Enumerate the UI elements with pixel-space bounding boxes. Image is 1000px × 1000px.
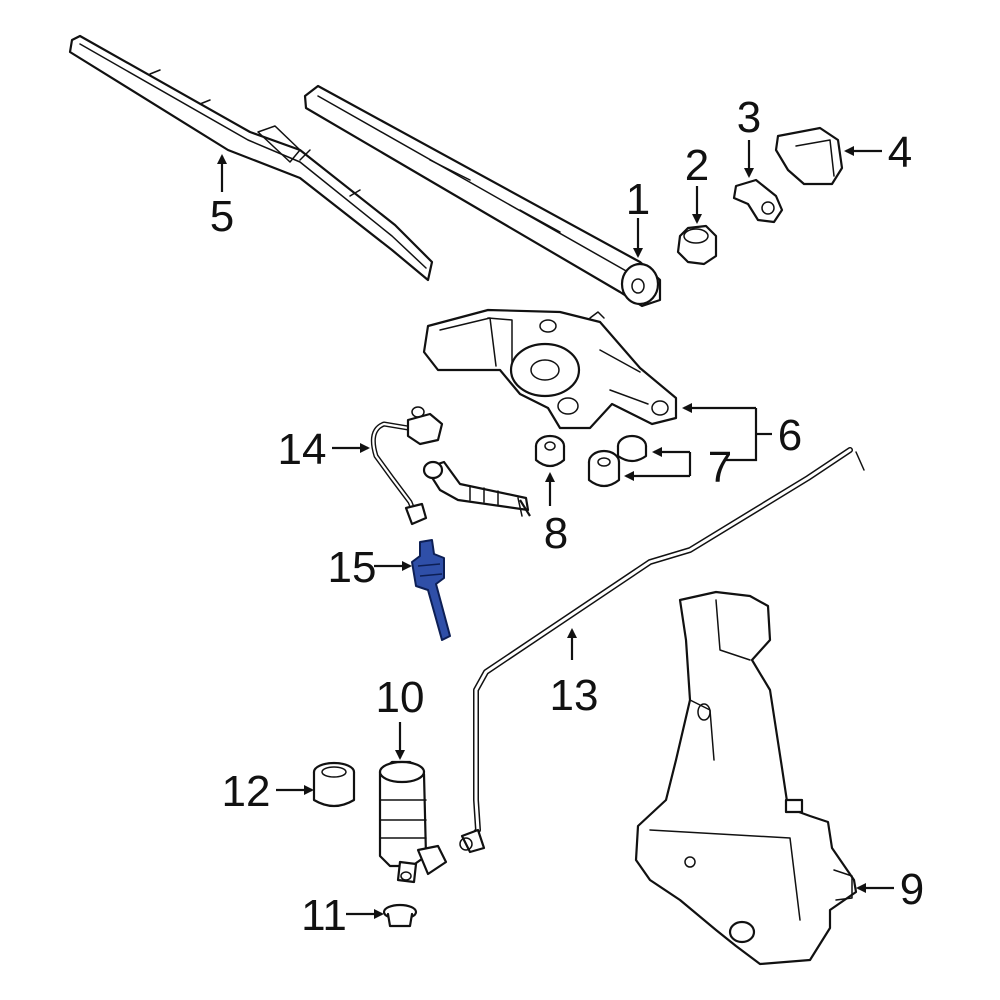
callout-labels: 1 2 3 4 5 6 7 8 9 10 11 12 13 14 15: [210, 93, 924, 940]
callout-8: 8: [544, 509, 568, 558]
callout-4: 4: [888, 128, 912, 177]
callout-1: 1: [626, 175, 650, 224]
callout-3: 3: [737, 93, 761, 142]
grommet-and-hose: [422, 434, 566, 517]
wiper-blade: [68, 34, 434, 282]
callout-14: 14: [278, 425, 327, 474]
washer-hose: [370, 406, 444, 526]
wiper-motor: [422, 308, 678, 430]
drain-plug: [382, 903, 418, 928]
callout-11: 11: [301, 891, 347, 940]
arm-clip: [732, 178, 784, 224]
callout-9: 9: [900, 865, 924, 914]
arm-cover: [774, 126, 844, 186]
callout-5: 5: [210, 192, 234, 241]
wiper-arm: [303, 84, 662, 308]
motor-grommets: [587, 434, 648, 488]
callout-12: 12: [222, 767, 271, 816]
leader-lines: [217, 140, 894, 919]
washer-pump: [378, 760, 448, 884]
callout-2: 2: [685, 141, 709, 190]
callout-10: 10: [376, 673, 425, 722]
callout-7: 7: [708, 443, 732, 492]
washer-line: [459, 447, 865, 854]
pump-grommet: [312, 761, 356, 808]
washer-nozzle-highlighted: [411, 539, 451, 641]
callout-15: 15: [328, 543, 377, 592]
arm-nut: [676, 224, 718, 266]
callout-13: 13: [550, 671, 599, 720]
callout-6: 6: [778, 411, 802, 460]
washer-reservoir: [634, 590, 858, 966]
